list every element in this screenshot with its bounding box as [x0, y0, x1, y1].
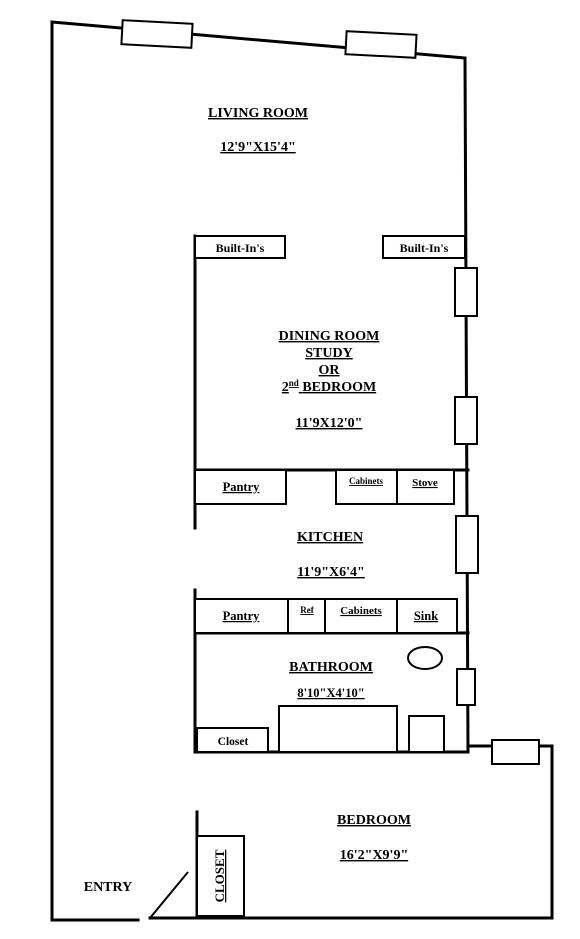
- window: [454, 396, 478, 445]
- cabinets-upper: Cabinets: [335, 469, 398, 505]
- toilet: [408, 715, 445, 753]
- built-in-right-label: Built-In's: [400, 241, 449, 255]
- living-room-dims: 12'9"X15'4": [220, 140, 295, 155]
- stove: Stove: [396, 469, 455, 505]
- dining-room-label: DINING ROOM: [279, 329, 380, 344]
- windows: [120, 19, 540, 765]
- window: [456, 668, 476, 706]
- dining-room-or: OR: [319, 363, 341, 378]
- built-in-right: Built-In's: [382, 235, 466, 259]
- bathroom-dims: 8'10"X4'10": [297, 686, 364, 700]
- window: [344, 30, 418, 59]
- bath-closet: Closet: [196, 727, 269, 753]
- pantry-upper-label: Pantry: [223, 480, 261, 494]
- dining-room-second-bedroom: 2nd BEDROOM: [282, 378, 376, 395]
- pantry-upper: Pantry: [194, 469, 287, 505]
- cabinets-upper-label: Cabinets: [349, 476, 384, 486]
- bedroom-closet: CLOSET: [196, 835, 245, 917]
- sink: Sink: [396, 598, 458, 634]
- bathroom-label: BATHROOM: [289, 660, 373, 675]
- bathtub: [278, 705, 398, 753]
- dining-room-study: STUDY: [305, 346, 352, 361]
- cabinets-lower: Cabinets: [324, 598, 398, 634]
- cabinets-lower-label: Cabinets: [340, 605, 382, 617]
- bedroom-exterior-wall: [466, 744, 554, 920]
- living-room-label: LIVING ROOM: [208, 106, 308, 121]
- ref-label: Ref: [300, 605, 314, 615]
- window: [455, 515, 479, 574]
- bath-closet-label: Closet: [218, 736, 249, 748]
- window: [454, 267, 478, 317]
- refrigerator: Ref: [287, 598, 326, 634]
- kitchen-label: KITCHEN: [297, 530, 363, 545]
- window: [491, 739, 540, 765]
- entry-label: ENTRY: [84, 880, 133, 895]
- pantry-lower-label: Pantry: [223, 609, 261, 623]
- stove-label: Stove: [412, 477, 438, 489]
- pantry-lower: Pantry: [194, 598, 289, 634]
- dining-room-dims: 11'9X12'0": [296, 416, 363, 431]
- bathroom-sink: [407, 646, 443, 670]
- sink-label: Sink: [414, 609, 438, 623]
- bedroom-dims: 16'2"X9'9": [340, 848, 408, 863]
- window: [120, 19, 194, 49]
- kitchen-dims: 11'9"X6'4": [297, 565, 365, 580]
- built-in-left: Built-In's: [194, 235, 286, 259]
- bedroom-closet-label: CLOSET: [212, 849, 227, 902]
- built-in-left-label: Built-In's: [216, 241, 265, 255]
- entry-door-swing: [149, 871, 189, 919]
- bedroom-label: BEDROOM: [337, 813, 411, 828]
